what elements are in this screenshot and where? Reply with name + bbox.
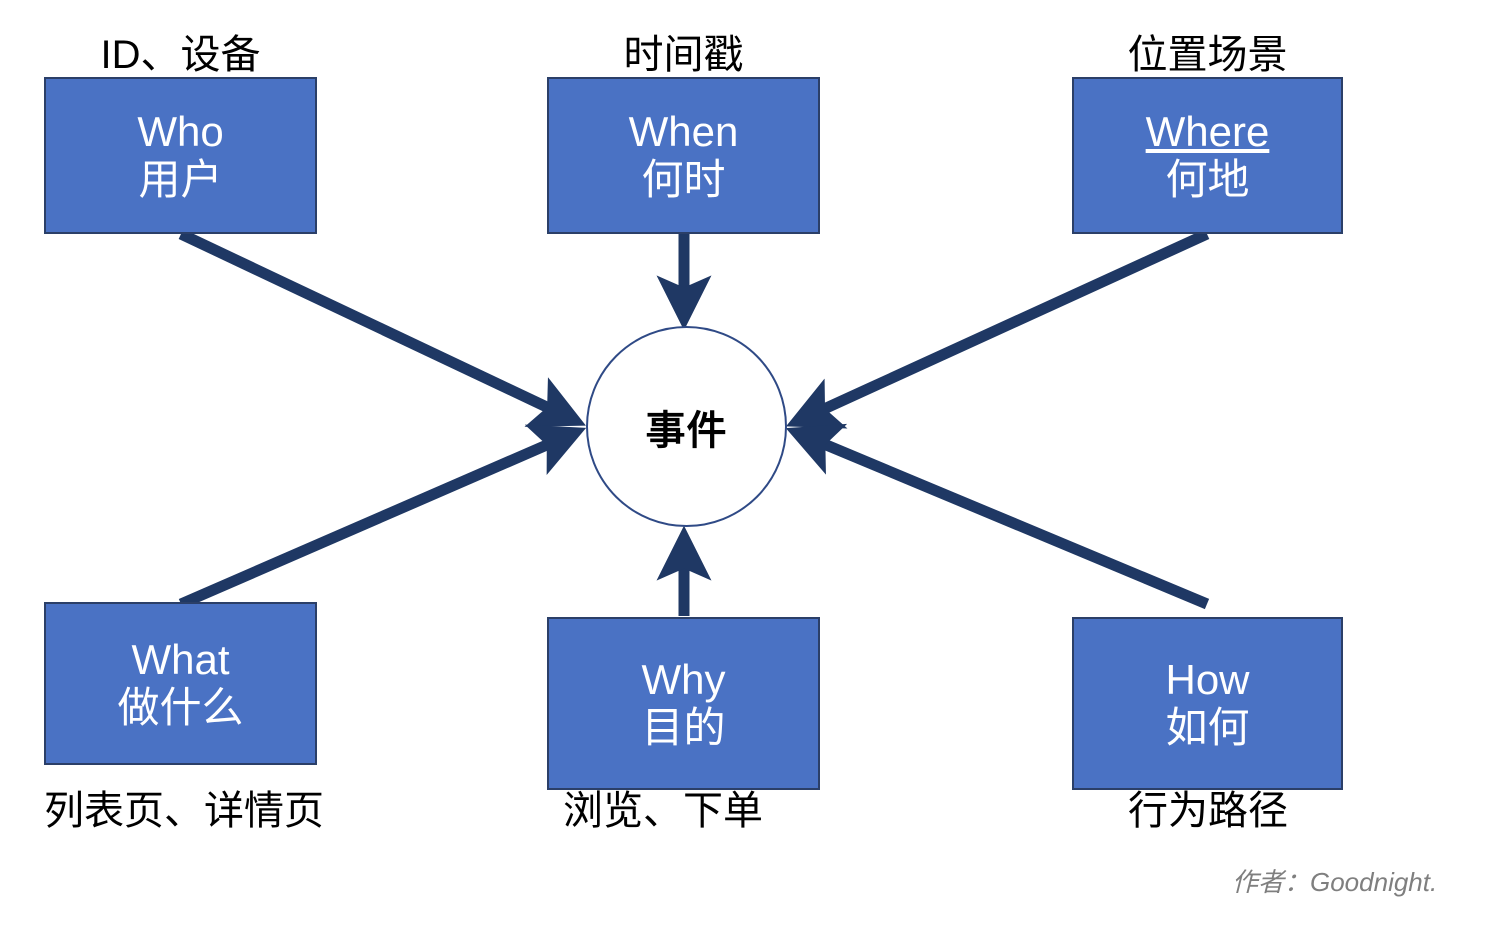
caption-how: 行为路径 — [1128, 789, 1288, 833]
caption-why: 浏览、下单 — [563, 789, 763, 833]
node-what-zh: 做什么 — [117, 683, 244, 731]
caption-when: 时间戳 — [623, 33, 744, 77]
node-box-who[interactable]: Who 用户 — [44, 77, 317, 234]
node-how-zh: 如何 — [1165, 703, 1250, 751]
node-when-zh: 何时 — [641, 155, 726, 203]
caption-where: 位置场景 — [1127, 33, 1288, 77]
node-when-en: When — [628, 108, 739, 156]
node-why-en: Why — [641, 656, 726, 704]
node-box-when[interactable]: When 何时 — [547, 77, 820, 234]
node-box-how[interactable]: How 如何 — [1072, 617, 1343, 790]
node-where-zh: 何地 — [1165, 155, 1250, 203]
center-node-label: 事件 — [645, 408, 728, 453]
node-why-zh: 目的 — [641, 703, 726, 751]
arrow-where-to-event — [785, 228, 1210, 429]
caption-what: 列表页、详情页 — [44, 789, 324, 833]
center-node-event[interactable]: 事件 — [586, 326, 787, 527]
node-box-where[interactable]: Where 何地 — [1072, 77, 1343, 234]
node-box-why[interactable]: Why 目的 — [547, 617, 820, 790]
arrow-who-to-event — [178, 229, 586, 427]
node-box-what[interactable]: What 做什么 — [44, 602, 317, 765]
node-how-en: How — [1165, 656, 1250, 704]
arrow-what-to-event — [178, 424, 587, 610]
node-who-en: Who — [137, 108, 224, 156]
node-where-en: Where — [1145, 108, 1270, 156]
caption-who: ID、设备 — [100, 33, 261, 77]
node-what-en: What — [131, 636, 230, 684]
node-who-zh: 用户 — [138, 155, 223, 203]
arrow-how-to-event — [785, 423, 1210, 610]
author-credit: 作者：Goodnight. — [1232, 867, 1438, 897]
